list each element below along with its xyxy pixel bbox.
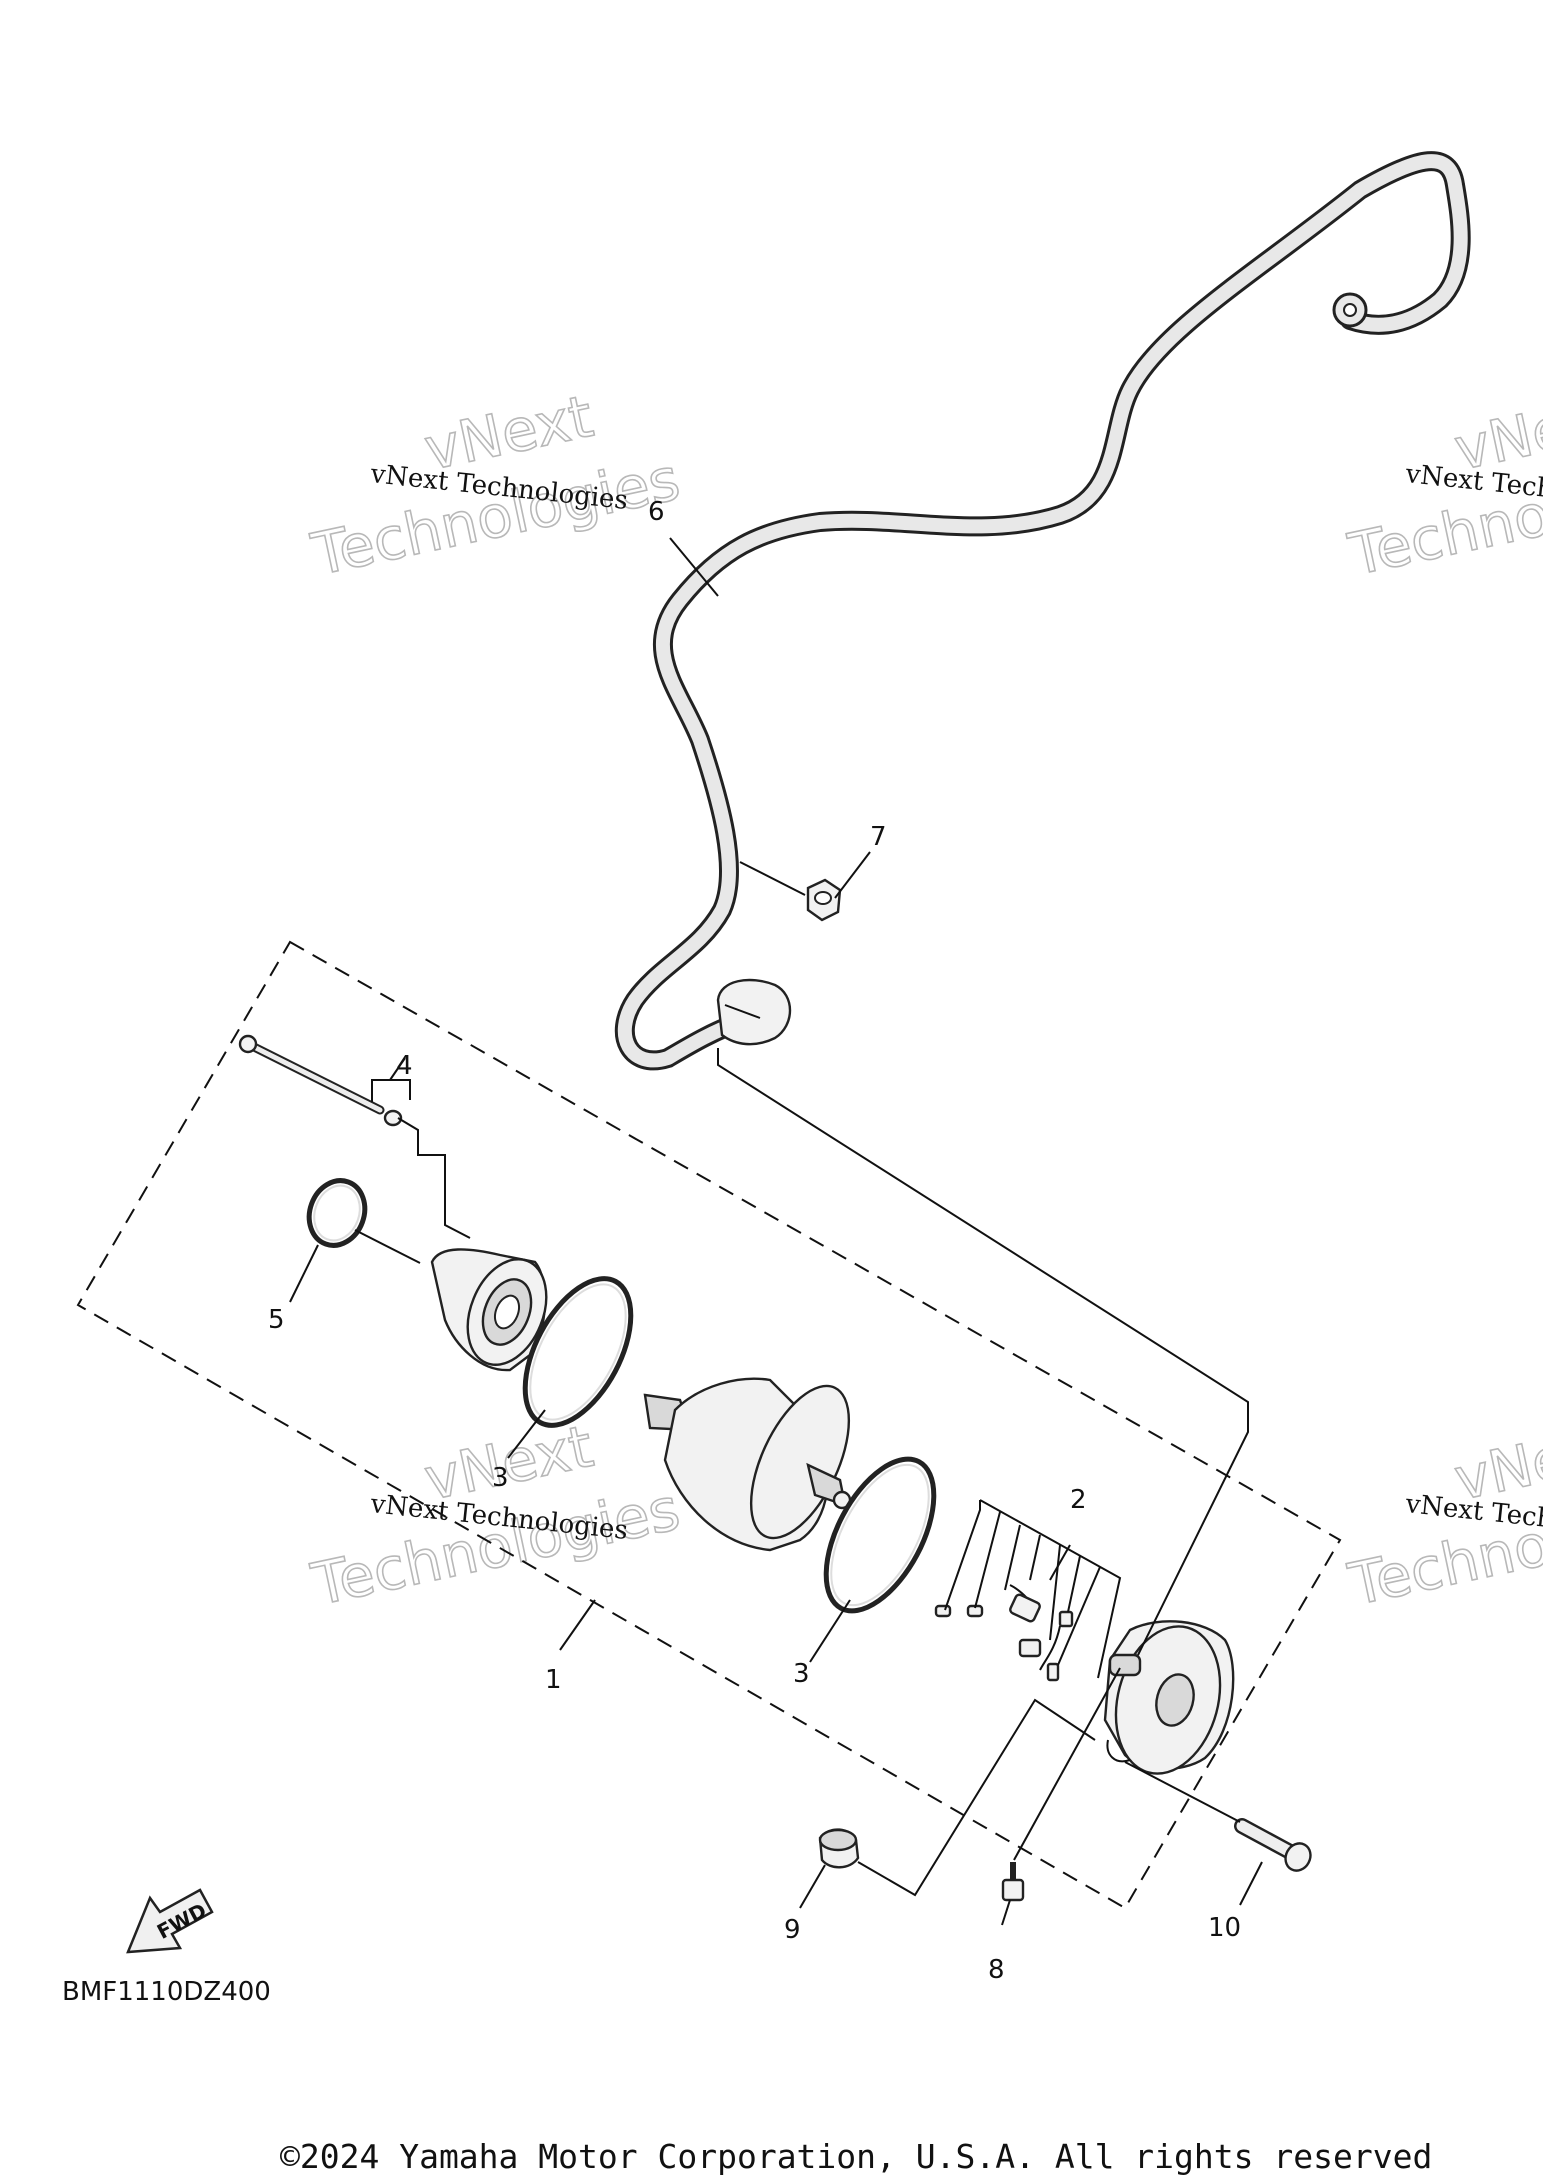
o-ring-small <box>306 1178 368 1248</box>
callout-3-front: 3 <box>492 1463 509 1493</box>
callout-2: 2 <box>1070 1485 1087 1515</box>
small-bolt <box>1001 1862 1025 1902</box>
diagram-code: BMF1110DZ400 <box>62 1977 271 2007</box>
callout-10: 10 <box>1208 1913 1241 1943</box>
callout-1: 1 <box>545 1665 562 1695</box>
callout-8: 8 <box>988 1955 1005 1985</box>
fwd-arrow-icon: FWD <box>126 1888 214 1954</box>
starter-cable <box>614 151 1471 1071</box>
leader-lines <box>289 537 1263 1926</box>
brush-set <box>934 1584 1074 1682</box>
callout-7: 7 <box>870 822 887 852</box>
o-ring-large-rear <box>823 1456 937 1614</box>
callout-labels: 6 7 4 5 3 2 1 3 9 8 10 <box>268 497 1241 1985</box>
watermark-upper-left: vNext Technologies vNext Technologies <box>305 381 686 590</box>
nut <box>806 878 842 922</box>
watermark-lower-left: vNext Technologies vNext Technologies <box>305 1411 686 1620</box>
rear-cover <box>1103 1620 1235 1775</box>
front-cover <box>430 1248 548 1372</box>
callout-5: 5 <box>268 1305 285 1335</box>
starter-motor-body <box>643 1377 852 1552</box>
callout-4: 4 <box>396 1051 413 1081</box>
callout-3-rear: 3 <box>793 1659 810 1689</box>
watermark-upper-right: vNext Technologies vNext Technologies <box>1342 381 1543 590</box>
callout-6: 6 <box>648 497 665 527</box>
long-bolt <box>238 1034 403 1127</box>
copyright-notice: ©2024 Yamaha Motor Corporation, U.S.A. A… <box>280 2137 1432 2176</box>
spacer-nut <box>818 1828 860 1869</box>
mounting-bolt <box>1234 1818 1312 1872</box>
watermark-lower-right: vNext Technologies vNext Technologies <box>1342 1411 1543 1620</box>
o-ring-large-front <box>522 1276 634 1428</box>
callout-9: 9 <box>784 1915 801 1945</box>
